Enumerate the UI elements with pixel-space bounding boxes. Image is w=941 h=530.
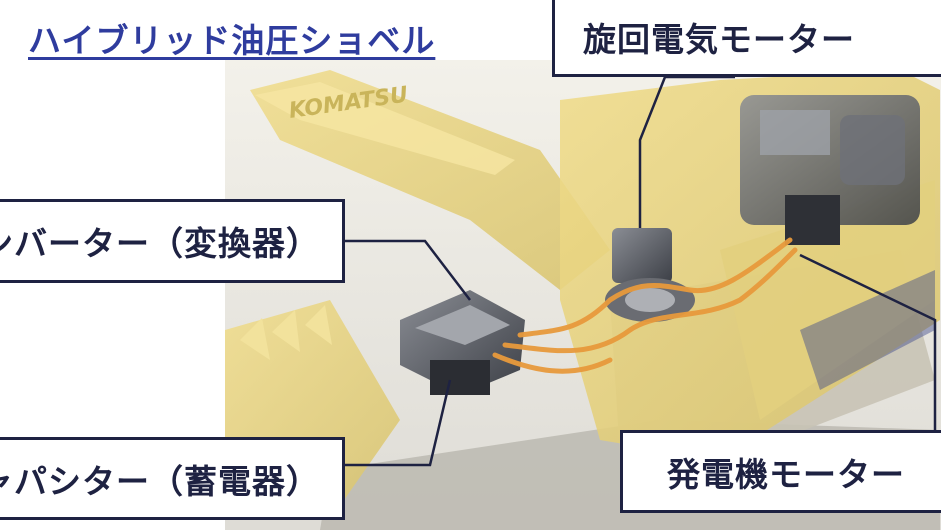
swing-motor-unit <box>612 228 672 283</box>
power-cables <box>492 237 798 374</box>
label-inverter: インバーター（変換器） <box>0 199 345 283</box>
label-swing-motor: 旋回電気モーター <box>552 0 941 77</box>
label-capacitor-text: キャパシター（蓄電器） <box>0 461 320 501</box>
label-generator-text: 発電機モーター <box>667 454 905 494</box>
generator-unit <box>785 195 840 245</box>
label-capacitor: キャパシター（蓄電器） <box>0 437 345 520</box>
label-inverter-text: インバーター（変換器） <box>0 224 320 263</box>
label-generator: 発電機モーター <box>620 430 941 513</box>
page-title: ハイブリッド油圧ショベル <box>28 21 436 60</box>
leader-lines <box>345 75 937 467</box>
label-swing-motor-text: 旋回電気モーター <box>583 20 855 59</box>
capacitor-unit <box>430 360 490 395</box>
side-stripe <box>800 270 935 390</box>
